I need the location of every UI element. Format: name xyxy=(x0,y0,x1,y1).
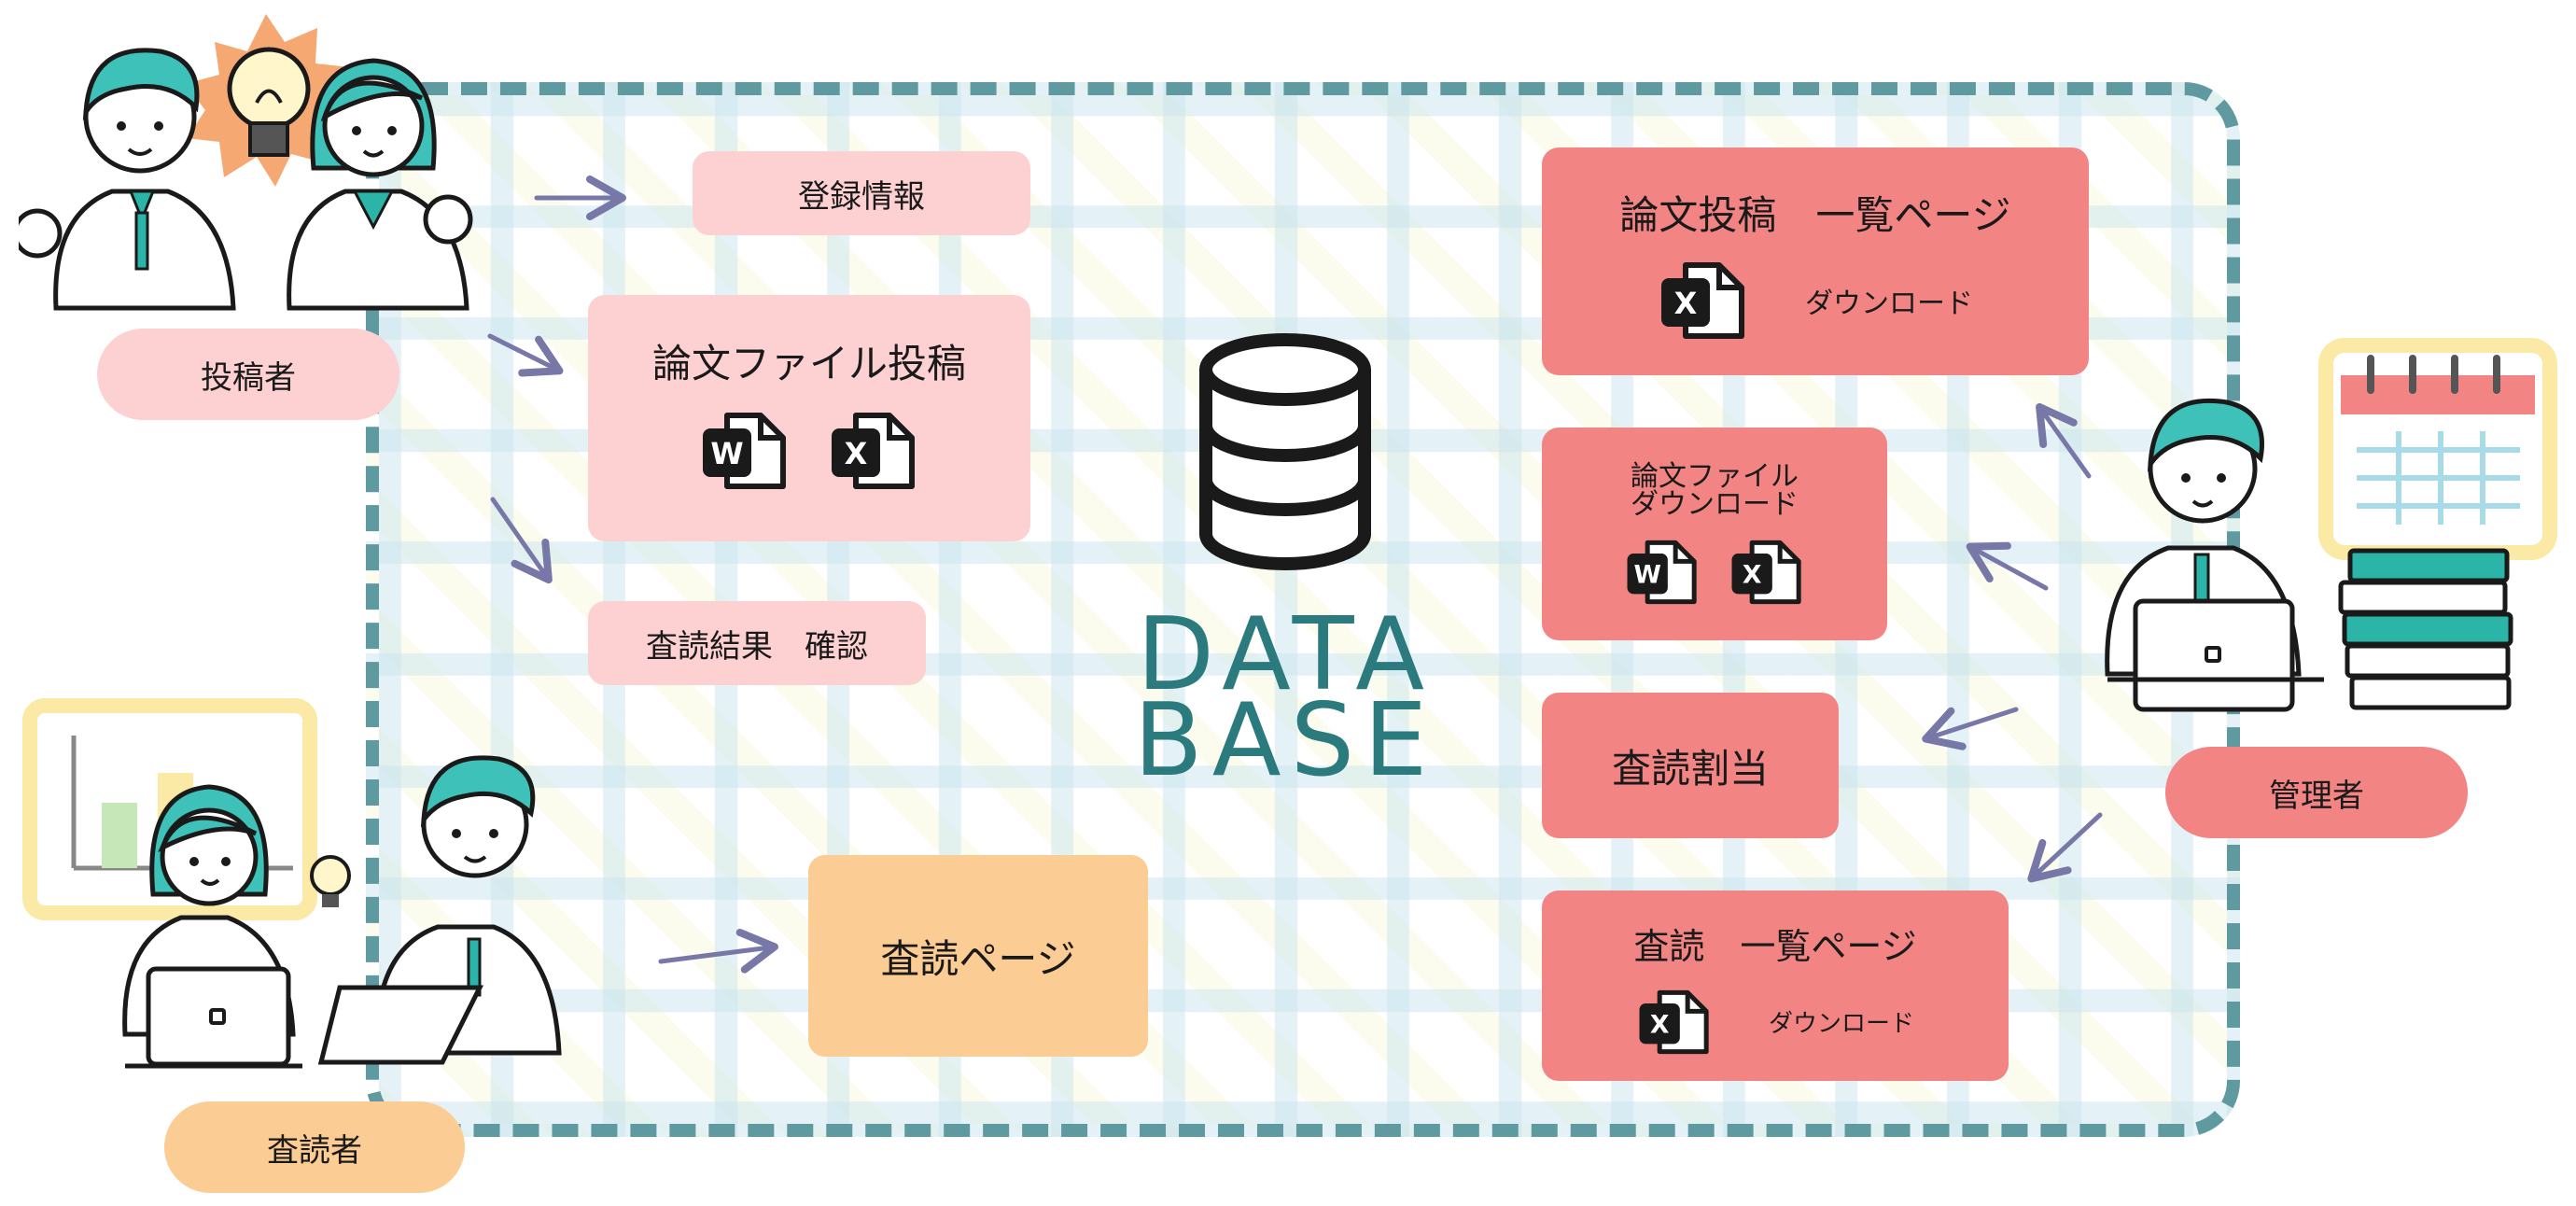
role-submitter: 投稿者 xyxy=(97,329,399,420)
role-reviewer: 査読者 xyxy=(164,1101,465,1193)
arrow-to-review-result xyxy=(490,497,553,584)
svg-text:X: X xyxy=(1650,1010,1670,1039)
arrow-to-file-download xyxy=(1966,541,2049,591)
admin-man xyxy=(2105,399,2324,712)
database-label-line1: DATA xyxy=(1136,596,1435,713)
submitter-woman xyxy=(287,58,473,311)
paper-file-download-box[interactable]: 論文ファイル ダウンロード W X xyxy=(1542,428,1887,640)
laptop-icon xyxy=(125,966,302,1069)
paper-file-download-label-2: ダウンロード xyxy=(1631,488,1799,521)
paper-list-download-label[interactable]: ダウンロード xyxy=(1805,287,1973,320)
database-icon xyxy=(1199,333,1371,570)
registration-label: 登録情報 xyxy=(798,177,925,216)
calendar-icon xyxy=(2318,338,2557,560)
paper-list-box[interactable]: 論文投稿 一覧ページ X ダウンロード xyxy=(1542,147,2089,375)
svg-text:X: X xyxy=(1674,286,1698,321)
paper-list-label: 論文投稿 一覧ページ xyxy=(1619,191,2011,238)
review-list-download-label[interactable]: ダウンロード xyxy=(1768,1010,1914,1038)
admin-illustration xyxy=(2105,338,2557,712)
review-list-box[interactable]: 査読 一覧ページ X ダウンロード xyxy=(1542,890,2009,1081)
review-assign-label: 査読割当 xyxy=(1611,745,1769,792)
books-icon xyxy=(2338,548,2513,710)
arrow-to-review-page xyxy=(658,928,778,974)
excel-icon: X xyxy=(1639,989,1709,1054)
review-assign-box[interactable]: 査読割当 xyxy=(1542,693,1839,838)
lightbulb-icon xyxy=(310,855,351,907)
svg-text:X: X xyxy=(1743,561,1762,590)
review-list-label: 査読 一覧ページ xyxy=(1633,925,1917,967)
arrow-to-review-assign xyxy=(1922,707,2019,750)
excel-icon[interactable]: X xyxy=(1729,540,1805,605)
paper-submit-label: 論文ファイル投稿 xyxy=(651,341,966,386)
excel-icon: X xyxy=(1661,261,1744,339)
database-label-line2: BASE xyxy=(1133,682,1437,799)
arrow-to-review-list xyxy=(2027,812,2103,883)
paper-submit-box[interactable]: 論文ファイル投稿 W X xyxy=(588,295,1030,541)
svg-text:W: W xyxy=(1633,561,1660,590)
word-icon[interactable]: W xyxy=(1624,540,1701,605)
review-page-box[interactable]: 査読ページ xyxy=(808,855,1148,1057)
svg-text:W: W xyxy=(710,436,743,471)
review-result-box[interactable]: 査読結果 確認 xyxy=(588,601,926,685)
review-result-label: 査読結果 確認 xyxy=(646,627,868,666)
arrow-to-paper-submit xyxy=(487,333,564,377)
submitter-illustration xyxy=(19,14,473,311)
lightbulb-icon xyxy=(227,47,311,157)
svg-text:X: X xyxy=(845,436,868,471)
excel-icon: X xyxy=(832,413,915,489)
arrow-to-paper-list xyxy=(2036,402,2092,479)
submitter-man xyxy=(19,48,236,311)
reviewer-man xyxy=(317,755,562,1065)
reviewer-illustration xyxy=(22,698,562,1069)
registration-box[interactable]: 登録情報 xyxy=(693,151,1030,235)
role-admin: 管理者 xyxy=(2165,747,2468,838)
paper-file-download-label-1: 論文ファイル xyxy=(1631,460,1799,493)
word-icon: W xyxy=(703,413,786,489)
review-page-label: 査読ページ xyxy=(880,935,1076,982)
